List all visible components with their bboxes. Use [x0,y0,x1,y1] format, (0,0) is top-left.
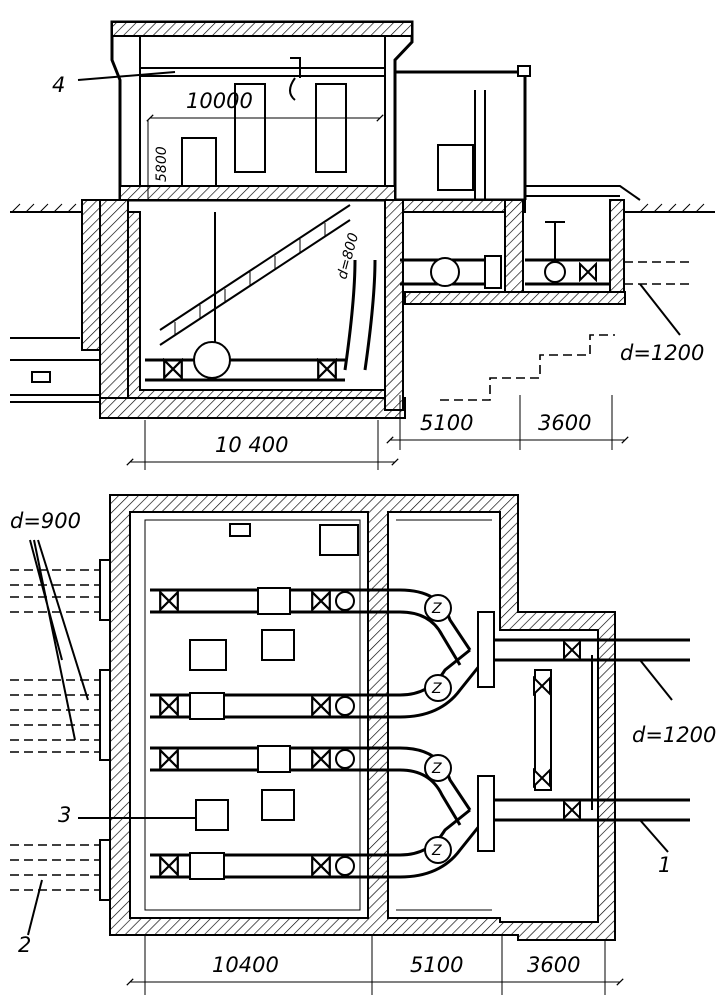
plan-dim-2: 5100 [410,953,463,977]
pump-line-1: Z [150,587,472,666]
pump-mark-2: Z [431,681,442,697]
pipe-diameter-label: d=800 [334,231,362,281]
dim-span-label: 10000 [186,89,253,113]
callout-3: 3 [58,803,71,827]
plan-dim-3: 3600 [527,953,580,977]
section-dimensions: 10 400 5100 3600 [126,395,629,470]
plan-dimensions: 10400 5100 3600 [126,935,624,995]
plan-outlet-diameter-label: d=1200 [632,723,716,747]
wet-pit: d=800 [99,199,406,419]
pump-mark-1: Z [431,601,442,617]
pump-mark-3: Z [431,761,442,777]
section-dim-1: 10 400 [215,433,288,457]
callout-1: 1 [658,853,671,877]
pump-mark-4: Z [431,843,442,859]
annex-building [394,65,641,213]
callout-crane-label: 4 [52,73,65,97]
spare-units [189,523,359,831]
valve-chamber: d=1200 [400,199,704,401]
inlet-channel [10,199,101,403]
section-dim-3: 3600 [538,411,591,435]
inlet-pipes: d=900 [10,509,111,901]
outlet-manifold [477,611,690,853]
plan-view: d=900 Z Z [10,494,716,995]
section-dim-2: 5100 [420,411,473,435]
superstructure: 10000 5800 4 [52,20,414,202]
callout-2: 2 [18,933,31,957]
plan-dim-1: 10400 [212,953,279,977]
pump-line-2: Z [150,648,482,720]
pump-line-3: Z [150,745,472,826]
dim-height-label: 5800 [154,146,170,182]
inlet-diameter-label: d=900 [10,509,81,533]
section-outlet-diameter-label: d=1200 [620,341,704,365]
section-view: 10000 5800 4 [10,20,715,470]
pump-line-4: Z [150,808,482,880]
